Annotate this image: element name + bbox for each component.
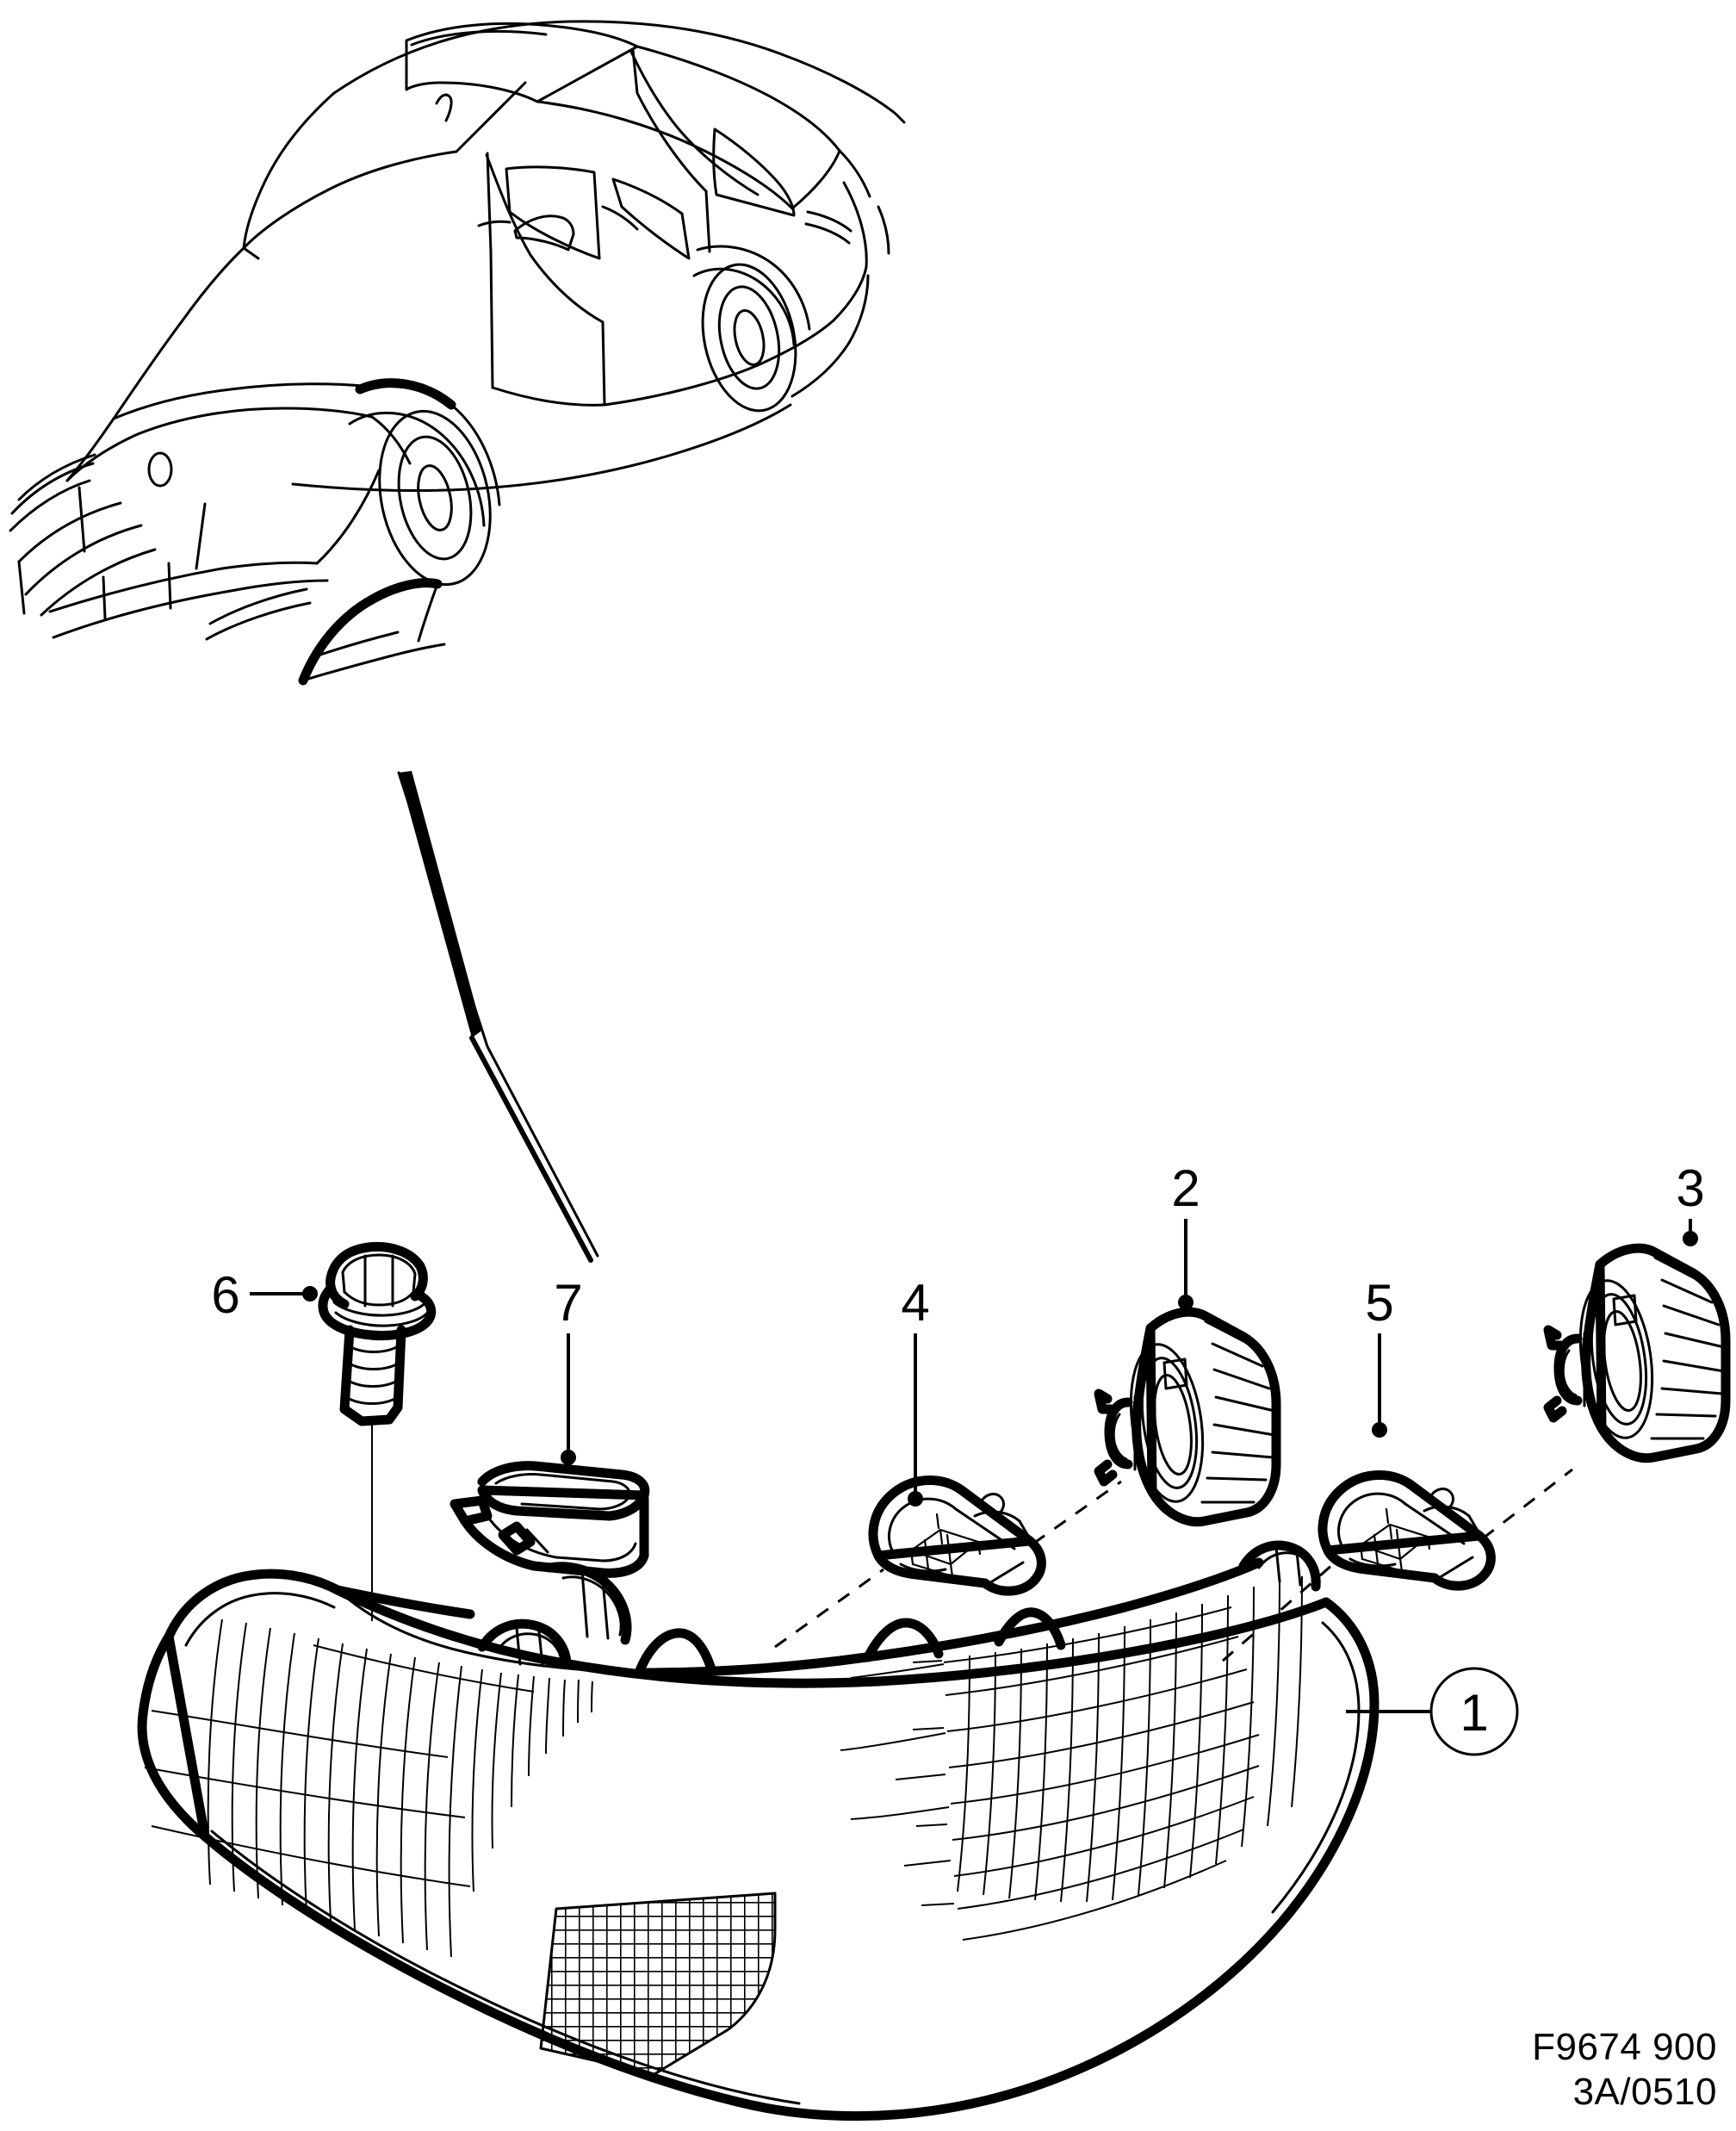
callout-2-label: 2 (1171, 1159, 1200, 1217)
part-hex-flange-bolt (318, 1241, 437, 1621)
vehicle-illustration (9, 20, 906, 686)
callout-4-label: 4 (901, 1274, 929, 1332)
lens-grid-texture-patch (539, 1892, 777, 2076)
part-bulb-socket-holder-lower (1543, 1243, 1731, 1463)
part-bulb-socket-holder-upper (1094, 1307, 1281, 1527)
part-retaining-clip (450, 1461, 650, 1578)
callout-2[interactable]: 2 (1171, 1159, 1200, 1310)
lens-crosshatch-right (840, 1575, 1303, 1941)
callout-7-label: 7 (554, 1274, 582, 1332)
callout-1-label: 1 (1460, 1684, 1488, 1742)
callout-7[interactable]: 7 (554, 1274, 583, 1465)
callout-3-label: 3 (1676, 1159, 1704, 1217)
callout-5-label: 5 (1365, 1274, 1393, 1332)
callout-6-label: 6 (211, 1266, 239, 1324)
drawing-number: F9674 900 (1532, 2026, 1717, 2068)
callout-leaders: 1 2 3 4 (211, 1159, 1705, 1756)
callout-5[interactable]: 5 (1365, 1274, 1394, 1438)
callout-3[interactable]: 3 (1676, 1159, 1705, 1246)
part-indicator-bulb-left (774, 1476, 1122, 1649)
part-indicator-bulb-right (1222, 1468, 1573, 1662)
callout-6[interactable]: 6 (211, 1266, 318, 1324)
callout-1[interactable]: 1 (1346, 1667, 1519, 1756)
callout-4[interactable]: 4 (901, 1274, 930, 1507)
lamp-location-pointer (397, 771, 599, 1263)
part-indicator-lamp-lens-assembly (137, 1540, 1380, 2122)
lens-flutes-left (144, 1618, 593, 1958)
section-code: 3A/0510 (1572, 2071, 1717, 2113)
